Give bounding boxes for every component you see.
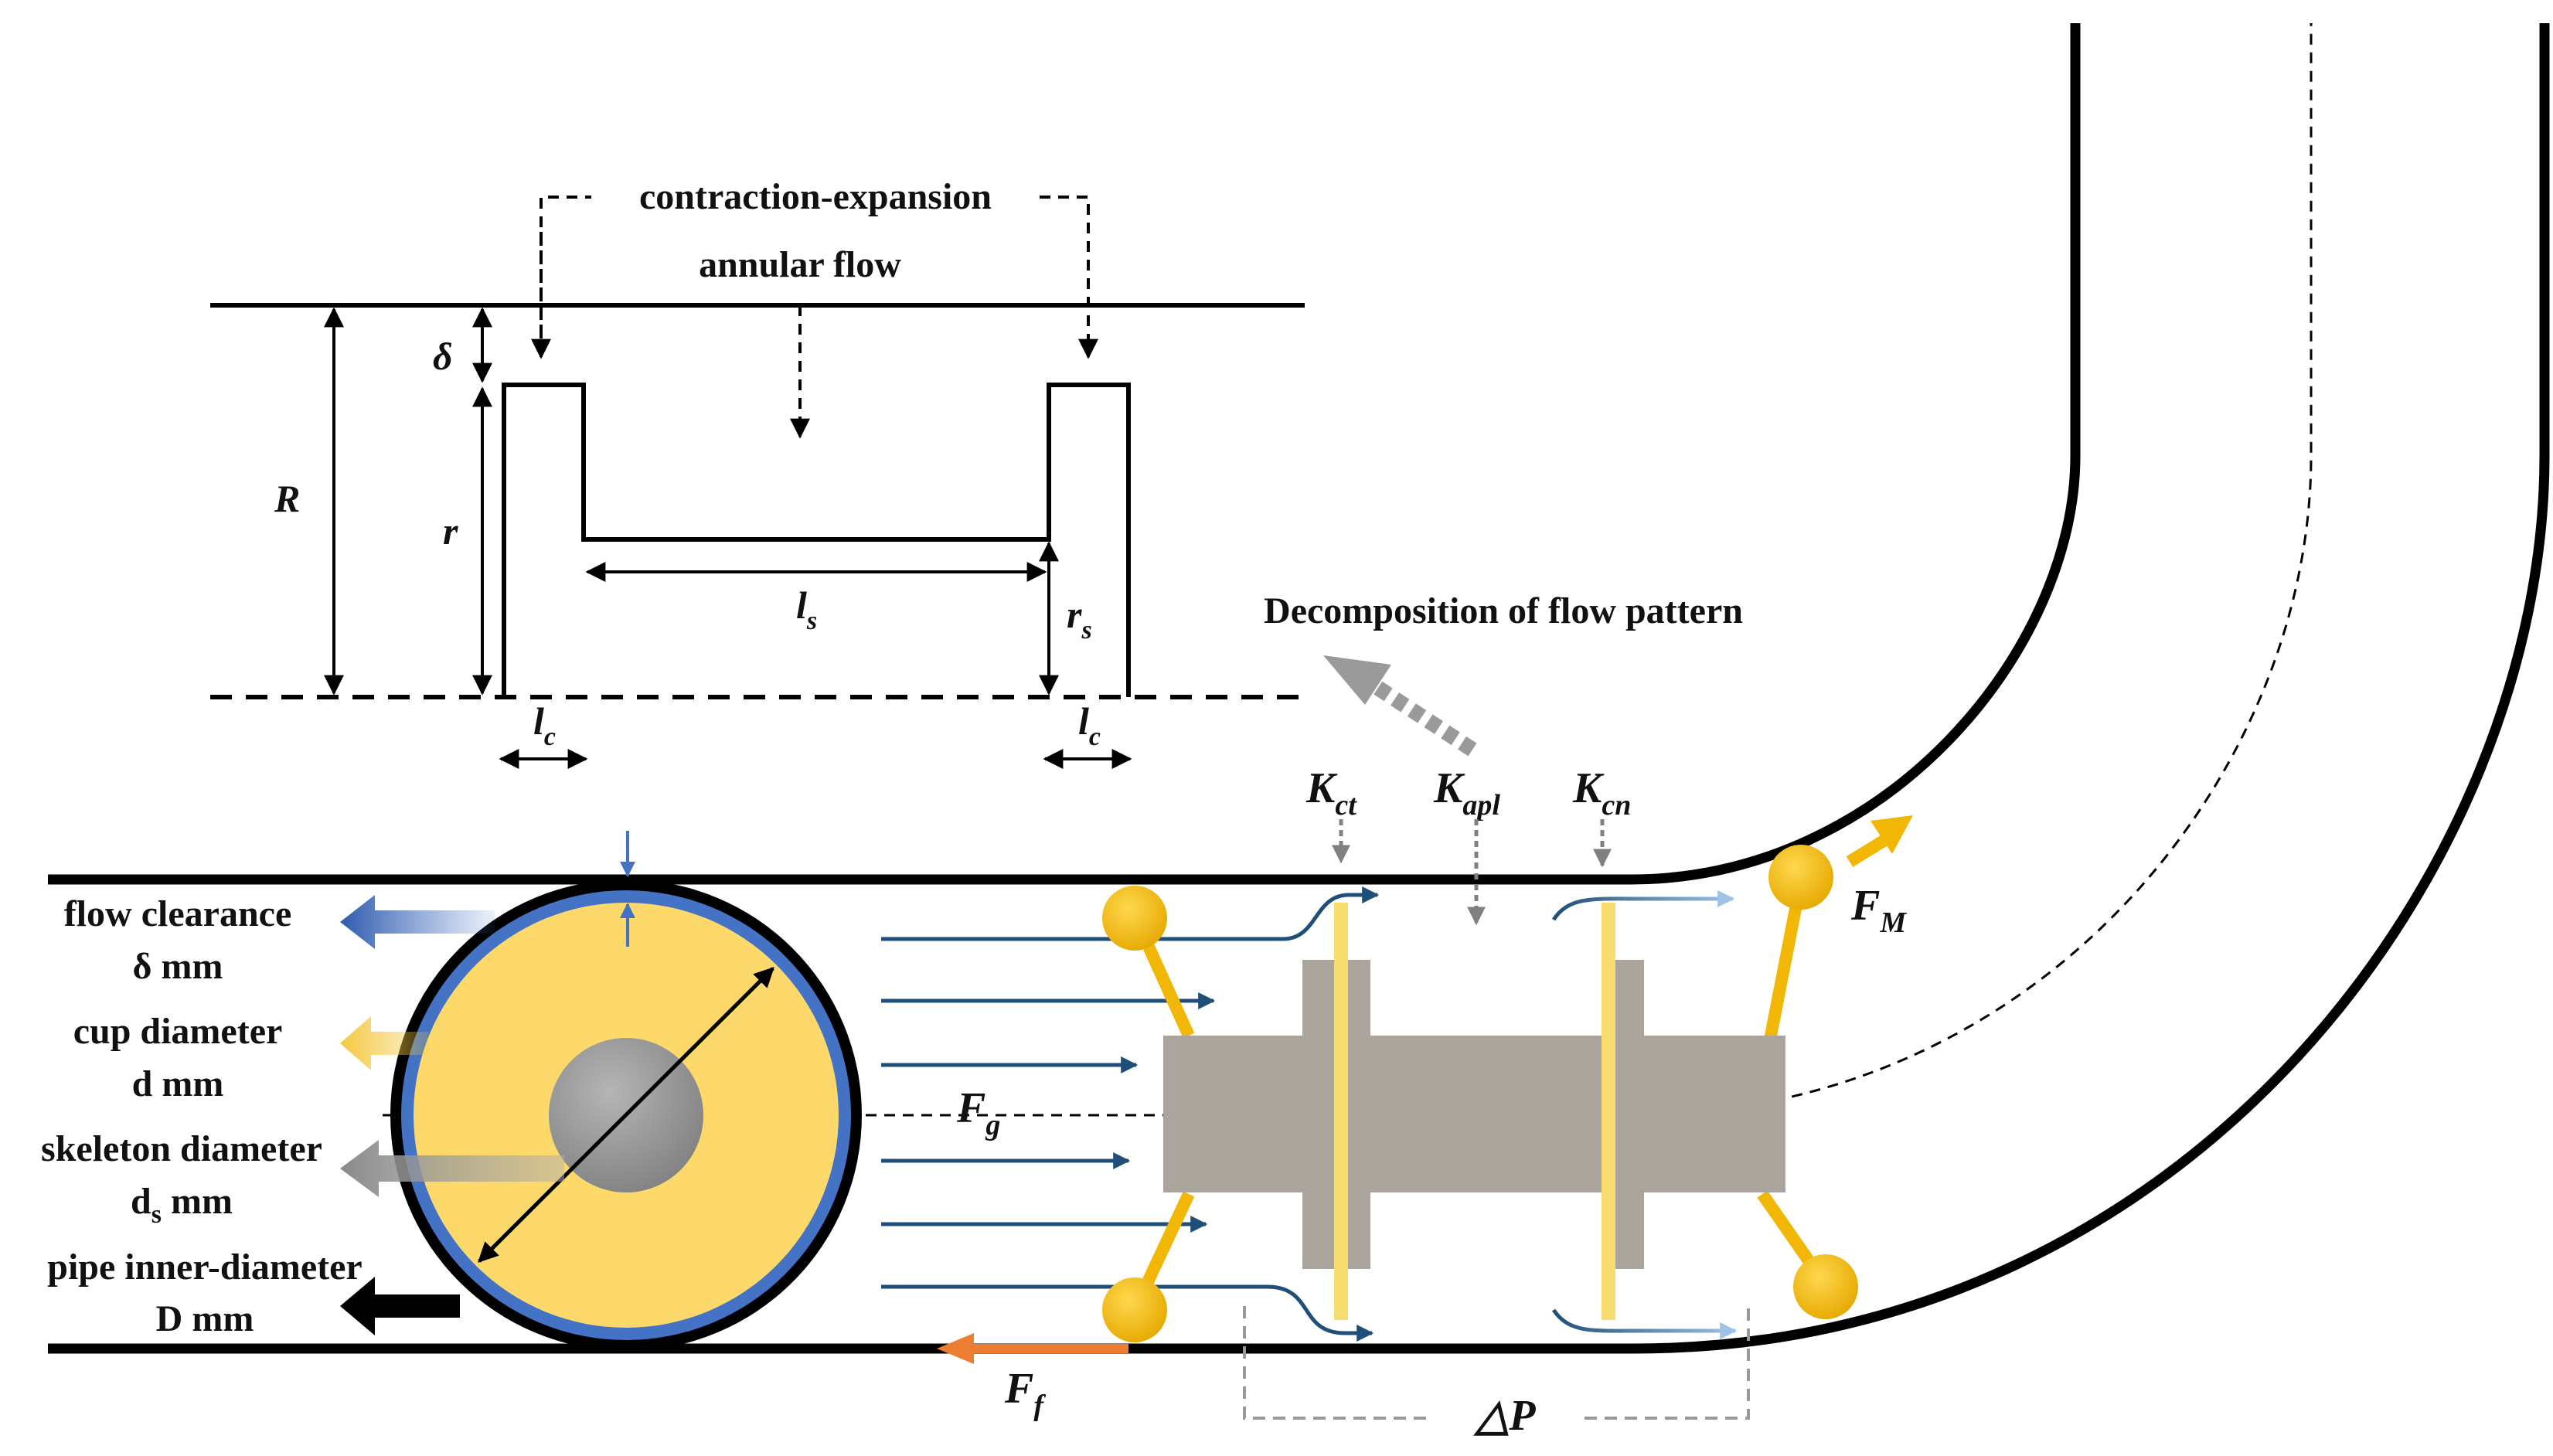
delta-p-label: △P (1472, 1392, 1536, 1440)
Ff-arrow-head (937, 1333, 974, 1364)
r-label: r (443, 509, 458, 553)
cross-section (390, 831, 862, 1351)
cup-diameter-arrow (340, 1016, 429, 1070)
cup-blade-front (1334, 903, 1348, 1320)
FM-arrow-head (1870, 815, 1913, 854)
delta-p-bracket (1243, 1306, 1750, 1420)
delta-label: δ (433, 335, 453, 378)
legend: flow clearance δ mm cup diameter d mm sk… (41, 893, 564, 1339)
wheel (1102, 886, 1167, 951)
geometry-schematic: R δ r ls rs lc lc contraction-expansion … (210, 176, 1305, 769)
contraction-expansion-bracket (540, 196, 1088, 357)
flow-clearance-arrow (340, 895, 495, 949)
flow-arrows (881, 886, 1380, 1342)
flow-line-rear-bottom (1551, 1308, 1738, 1339)
legend-cup-diameter-line2: d mm (132, 1063, 224, 1104)
legend-pipe-diameter-line2: D mm (156, 1298, 254, 1339)
pipe-inner-wall (48, 23, 2081, 885)
diameter-arrow (478, 967, 774, 1263)
robot-body (1163, 1036, 1785, 1192)
pipe-outer-wall (48, 23, 2550, 1354)
contraction-expansion-label: contraction-expansion (639, 176, 992, 217)
Fg-label: Fg (956, 1084, 1000, 1141)
rear-cup-flow (1551, 890, 1738, 1339)
wheel (1768, 845, 1833, 910)
cup-profile (502, 383, 1131, 697)
Ff-label: Ff (1004, 1365, 1046, 1422)
FM-arrow (1846, 832, 1894, 867)
legend-flow-clearance-line1: flow clearance (64, 893, 292, 934)
lc-label-right: lc (1078, 699, 1101, 751)
wheel (1102, 1277, 1167, 1342)
annular-flow-label: annular flow (699, 244, 901, 285)
robot-flange-rear (1612, 960, 1644, 1269)
legend-skeleton-diameter-line1: skeleton diameter (41, 1128, 322, 1169)
coefficients: Kct Kapl Kcn (1305, 764, 1631, 926)
flow-line-rear-top (1551, 890, 1735, 921)
Kapl-label: Kapl (1433, 764, 1500, 822)
legend-cup-diameter-line1: cup diameter (73, 1011, 283, 1052)
legend-flow-clearance-line2: δ mm (133, 946, 223, 987)
pipe-centerline (866, 23, 2313, 1117)
wheel (1793, 1254, 1858, 1319)
Kct-label: Kct (1305, 764, 1357, 822)
Kcn-label: Kcn (1572, 764, 1631, 822)
robot (1102, 845, 1858, 1342)
FM-label: FM (1850, 882, 1907, 939)
R-label: R (274, 477, 300, 520)
flow-line-bottom (881, 1284, 1374, 1342)
skeleton-diameter-arrow (340, 1140, 564, 1197)
rs-label: rs (1067, 593, 1092, 645)
forces: FM Ff △P (937, 815, 1913, 1440)
lc-label-left: lc (533, 699, 556, 751)
decomposition-label: Decomposition of flow pattern (1264, 590, 1743, 631)
flow-line-top (881, 886, 1380, 941)
cup-blade-rear (1602, 903, 1615, 1320)
decomposition-arrow-head (1323, 655, 1391, 705)
ls-label: ls (796, 583, 817, 635)
legend-skeleton-diameter-line2: ds mm (131, 1181, 233, 1229)
legend-pipe-diameter-line1: pipe inner-diameter (47, 1247, 362, 1288)
pipe-diameter-arrow (340, 1277, 460, 1335)
